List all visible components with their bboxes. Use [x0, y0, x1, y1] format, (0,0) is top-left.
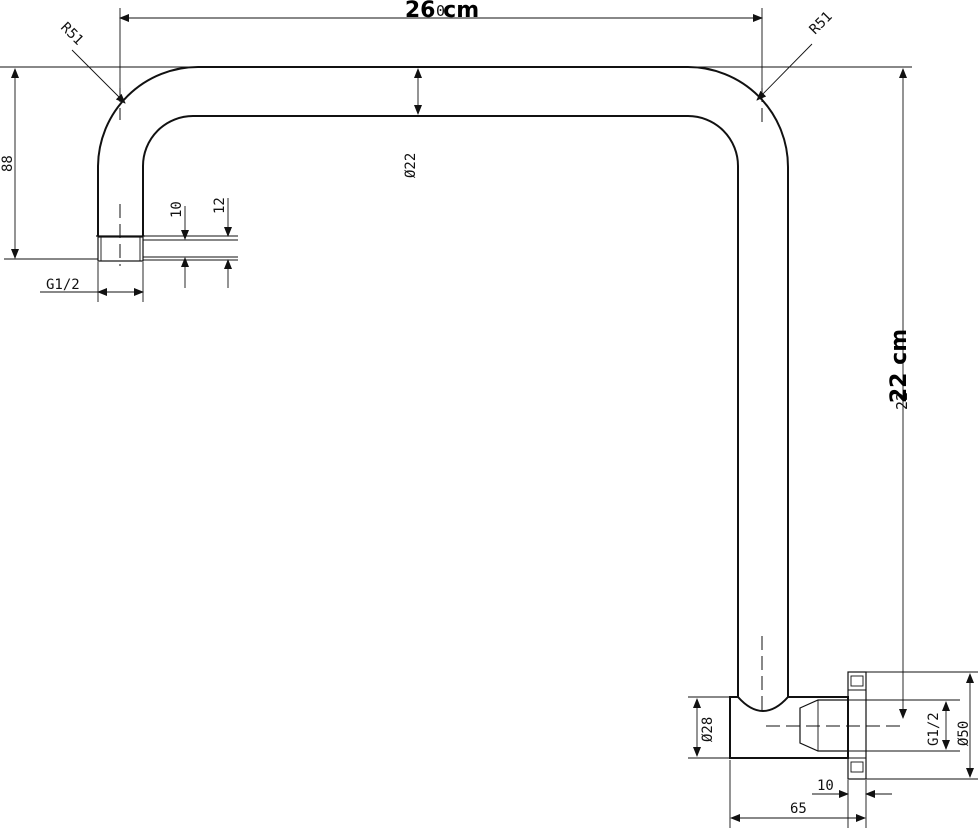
spout-thread-label: G1/2: [46, 277, 80, 293]
width-ghost-label: 0: [436, 2, 445, 20]
left-height-label: 88: [0, 155, 16, 172]
pipe-diameter-dimension: Ø22: [403, 68, 422, 178]
top-width-dimension: 0 26 cm: [119, 0, 763, 98]
radius-right-callout: R51: [756, 9, 836, 101]
height-ghost-label: 22: [893, 392, 911, 410]
spout-dimensions: 10 12 G1/2: [40, 197, 238, 302]
radius-left-callout: R51: [57, 20, 126, 104]
left-height-dimension: 88: [0, 68, 98, 260]
base-28-label: Ø28: [700, 717, 716, 742]
base-50-label: Ø50: [956, 721, 972, 746]
radius-left-label: R51: [57, 20, 86, 49]
height-label: 22 cm: [887, 329, 912, 403]
base-65-label: 65: [790, 801, 807, 817]
base-thread-label: G1/2: [926, 712, 942, 746]
spout-10-label: 10: [169, 201, 185, 218]
pipe-diameter-label: Ø22: [403, 153, 419, 178]
wall-mount-base: [729, 671, 906, 780]
right-height-dimension: 22 22 cm: [887, 68, 912, 719]
radius-right-label: R51: [807, 9, 836, 38]
shower-arm-pipe: [96, 66, 789, 712]
base-dimensions: Ø28 G1/2 Ø50 10 65: [688, 671, 978, 828]
base-10-label: 10: [817, 778, 834, 794]
spout-12-label: 12: [212, 197, 228, 214]
width-label: 26 cm: [405, 0, 479, 23]
